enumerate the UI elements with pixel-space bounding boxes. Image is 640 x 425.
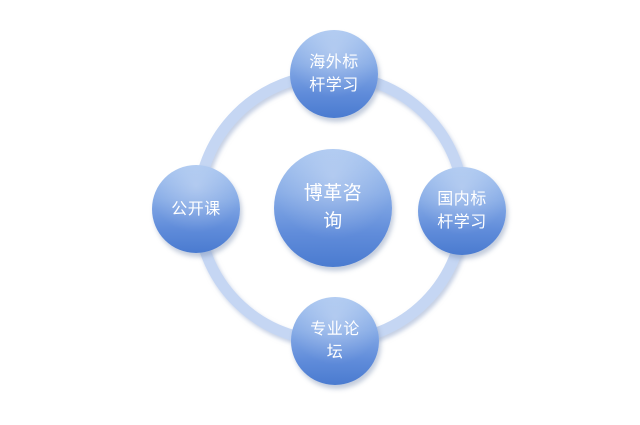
node-professional-forum[interactable]: 专业论 坛: [291, 297, 379, 385]
node-center-company-label: 博革咨 询: [303, 183, 363, 232]
node-center-company[interactable]: 博革咨 询: [274, 149, 392, 267]
node-open-course-label: 公开课: [171, 200, 221, 218]
node-domestic-benchmarking-label: 国内标 杆学习: [437, 191, 487, 231]
node-domestic-benchmarking[interactable]: 国内标 杆学习: [418, 167, 506, 255]
node-open-course[interactable]: 公开课: [152, 165, 240, 253]
node-overseas-benchmarking[interactable]: 海外标 杆学习: [290, 30, 378, 118]
node-professional-forum-label: 专业论 坛: [310, 321, 360, 361]
node-overseas-benchmarking-label: 海外标 杆学习: [309, 54, 359, 94]
